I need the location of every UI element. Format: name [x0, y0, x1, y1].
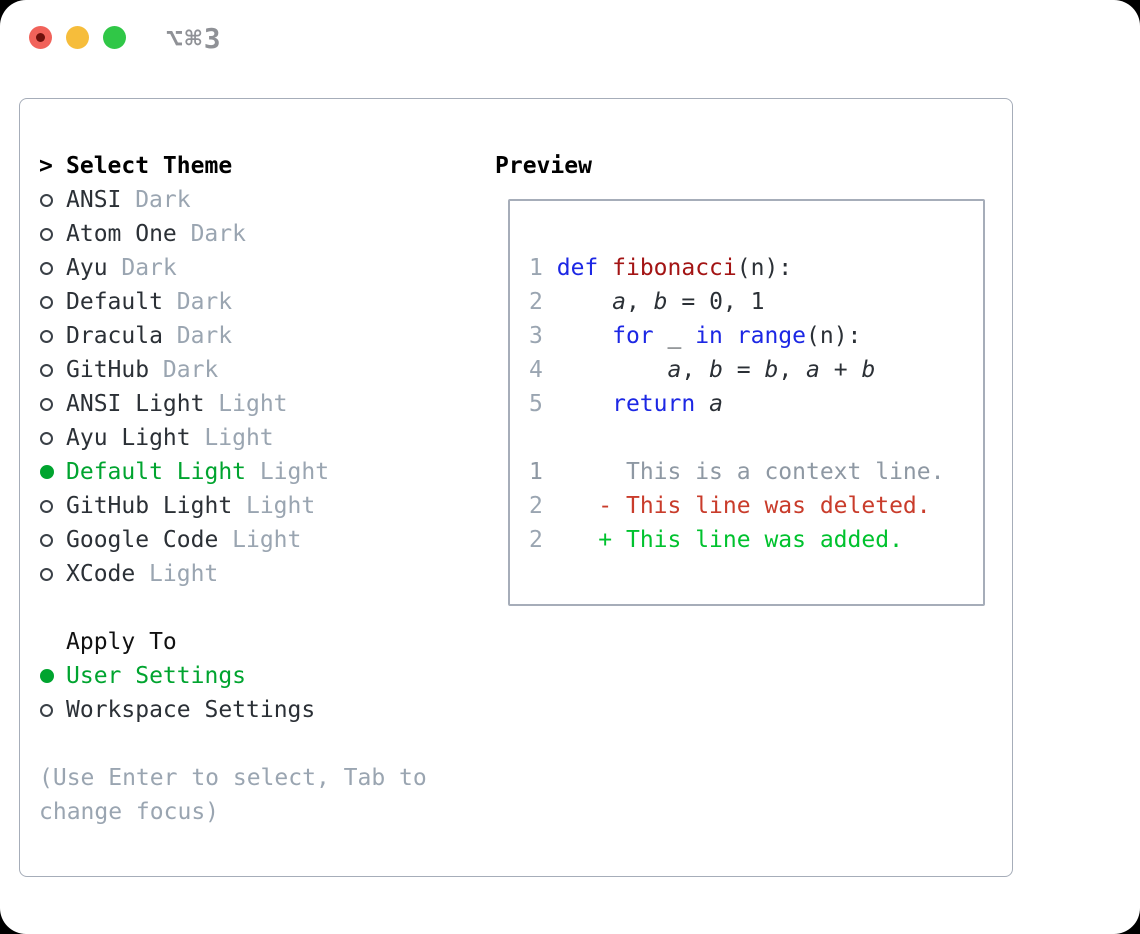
diff-line-context: 1 This is a context line.	[529, 455, 983, 489]
code-line: 5 return a	[529, 391, 723, 417]
diff-marker-icon: -	[598, 493, 613, 519]
minimize-button[interactable]	[66, 26, 89, 49]
theme-variant: Dark	[190, 221, 246, 247]
apply-to-option[interactable]: Workspace Settings	[39, 693, 489, 727]
diff-text: This line was deleted.	[625, 493, 931, 519]
diff-text: This is a context line.	[625, 459, 945, 485]
titlebar: ⌥⌘3	[0, 0, 1140, 72]
theme-name: Ayu	[66, 255, 108, 281]
apply-option-label: User Settings	[66, 663, 247, 689]
theme-variant: Light	[245, 493, 316, 519]
theme-option[interactable]: GitHub Dark	[39, 353, 489, 387]
line-number: 2	[529, 289, 543, 315]
code-line: 1 def fibonacci(n):	[529, 255, 793, 281]
radio-icon	[39, 397, 66, 411]
theme-picker-title: Select Theme	[66, 153, 233, 179]
theme-option[interactable]: ANSI Dark	[39, 183, 489, 217]
line-number: 2	[529, 493, 543, 519]
theme-name: Default	[66, 289, 163, 315]
theme-variant: Dark	[135, 187, 191, 213]
code-line: 2 a, b = 0, 1	[529, 289, 765, 315]
theme-variant: Dark	[176, 323, 233, 349]
blank-line	[529, 421, 983, 455]
diff-text: This line was added.	[625, 527, 903, 553]
radio-icon	[39, 567, 66, 581]
preview-box: 1 def fibonacci(n): 2 a, b = 0, 1 3 for _ …	[508, 199, 985, 606]
theme-name: Atom One	[66, 221, 177, 247]
theme-name: Default Light	[66, 459, 247, 485]
theme-option[interactable]: Default Light Light	[39, 455, 489, 489]
theme-variant: Light	[149, 561, 219, 587]
radio-icon	[39, 703, 66, 717]
theme-option[interactable]: GitHub Light Light	[39, 489, 489, 523]
radio-icon	[39, 295, 66, 309]
theme-option[interactable]: ANSI Light Light	[39, 387, 489, 421]
theme-name: ANSI	[66, 187, 122, 213]
help-text: (Use Enter to select, Tab to change focu…	[39, 765, 427, 825]
theme-name: Google Code	[66, 527, 219, 553]
theme-variant: Dark	[162, 357, 219, 383]
theme-option[interactable]: Ayu Dark	[39, 251, 489, 285]
radio-icon	[39, 261, 66, 275]
theme-name: Ayu Light	[66, 425, 191, 451]
apply-to-header: Apply To	[39, 625, 489, 659]
code-line: 3 for _ in range(n):	[529, 323, 862, 349]
theme-picker-header: > Select Theme	[39, 149, 489, 183]
radio-selected-icon	[39, 669, 66, 683]
window-title: ⌥⌘3	[166, 22, 223, 55]
radio-selected-icon	[39, 465, 66, 479]
preview-title: Preview	[495, 153, 592, 179]
theme-option[interactable]: Google Code Light	[39, 523, 489, 557]
theme-variant: Light	[218, 391, 288, 417]
theme-option[interactable]: Default Dark	[39, 285, 489, 319]
theme-variant: Light	[232, 527, 302, 553]
theme-name: GitHub	[66, 357, 150, 383]
theme-variant: Dark	[176, 289, 233, 315]
apply-option-label: Workspace Settings	[66, 697, 316, 723]
diff-marker-icon	[598, 459, 612, 485]
close-button[interactable]	[29, 26, 52, 49]
apply-to-title: Apply To	[66, 629, 177, 655]
line-number: 3	[529, 323, 543, 349]
line-number: 5	[529, 391, 543, 417]
radio-icon	[39, 533, 66, 547]
theme-name: Dracula	[66, 323, 163, 349]
diff-marker-icon: +	[598, 527, 613, 553]
theme-option[interactable]: Atom One Dark	[39, 217, 489, 251]
theme-option[interactable]: Ayu Light Light	[39, 421, 489, 455]
theme-name: XCode	[66, 561, 136, 587]
radio-icon	[39, 227, 66, 241]
radio-icon	[39, 363, 66, 377]
prompt-icon: >	[39, 153, 53, 179]
line-number: 2	[529, 527, 543, 553]
radio-icon	[39, 431, 66, 445]
theme-variant: Light	[259, 459, 330, 485]
line-number: 1	[529, 459, 543, 485]
theme-name: ANSI Light	[66, 391, 205, 417]
theme-option[interactable]: Dracula Dark	[39, 319, 489, 353]
zoom-button[interactable]	[103, 26, 126, 49]
line-number: 4	[529, 357, 543, 383]
theme-variant: Dark	[121, 255, 177, 281]
diff-line-added: 2 + This line was added.	[529, 523, 983, 557]
line-number: 1	[529, 255, 543, 281]
apply-to-option[interactable]: User Settings	[39, 659, 489, 693]
theme-option[interactable]: XCode Light	[39, 557, 489, 591]
code-line: 4 a, b = b, a + b	[529, 357, 876, 383]
radio-icon	[39, 193, 66, 207]
diff-line-deleted: 2 - This line was deleted.	[529, 489, 983, 523]
theme-name: GitHub Light	[66, 493, 233, 519]
code-block: 1 def fibonacci(n): 2 a, b = 0, 1 3 for _ …	[510, 201, 983, 557]
radio-icon	[39, 329, 66, 343]
radio-icon	[39, 499, 66, 513]
theme-variant: Light	[204, 425, 274, 451]
spacer	[39, 591, 489, 625]
